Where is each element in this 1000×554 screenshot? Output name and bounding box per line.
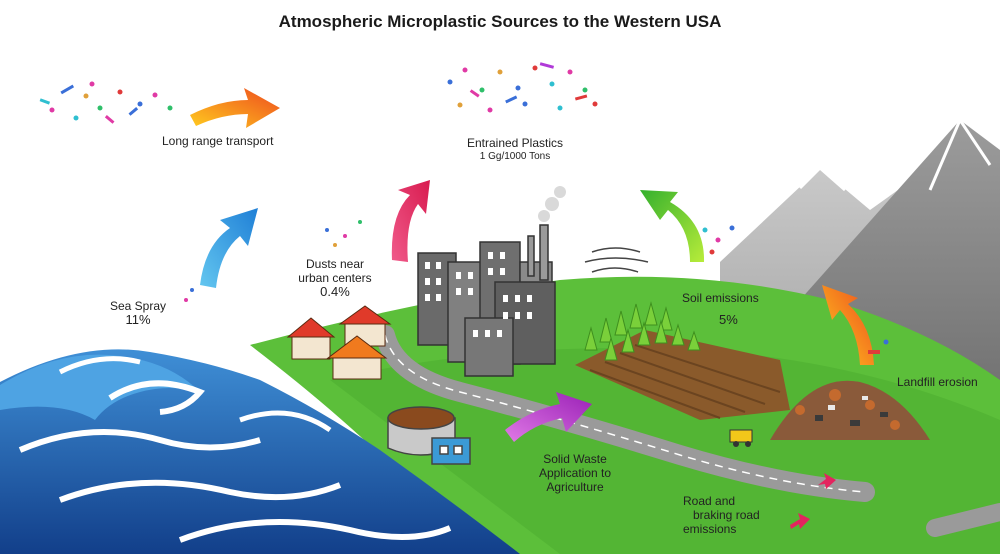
label-sea-spray: Sea Spray 11% xyxy=(92,299,184,327)
particles-entrained xyxy=(447,62,598,113)
particles-left xyxy=(39,81,173,124)
arrow-sea-spray xyxy=(200,208,258,288)
arrow-long-range-transport xyxy=(190,88,280,128)
label-road-line1: Road and xyxy=(683,494,736,508)
ocean xyxy=(0,349,520,554)
label-road-line2: braking road xyxy=(693,508,760,522)
houses xyxy=(286,305,392,380)
label-sea-spray-name: Sea Spray xyxy=(109,299,167,313)
label-long-range-transport: Long range transport xyxy=(162,134,274,148)
label-landfill-erosion: Landfill erosion xyxy=(897,375,978,389)
label-solid-waste-line1: Solid Waste xyxy=(543,452,607,466)
label-dusts-line1: Dusts near xyxy=(305,257,365,271)
label-entrained-plastics: Entrained Plastics 1 Gg/1000 Tons xyxy=(440,136,590,164)
label-soil-emissions: Soil emissions xyxy=(682,291,759,305)
label-entrained-line1: Entrained Plastics xyxy=(466,136,564,150)
label-road-emissions: Road and braking road emissions xyxy=(683,494,760,536)
arrow-road-small xyxy=(790,473,836,529)
arrow-soil-emissions xyxy=(640,190,705,262)
label-dusts-line2: urban centers xyxy=(298,271,372,285)
building-windows xyxy=(425,252,532,337)
arrow-solid-waste xyxy=(505,392,592,442)
label-soil-pct: 5% xyxy=(719,312,738,327)
label-solid-waste: Solid Waste Application to Agriculture xyxy=(520,452,630,494)
label-dusts-pct: 0.4% xyxy=(320,284,350,299)
road-segment-right xyxy=(926,503,1000,537)
landfill-pile xyxy=(729,380,930,447)
road-line xyxy=(384,334,866,493)
label-solid-waste-line3: Agriculture xyxy=(546,480,604,494)
wastewater-plant xyxy=(387,406,471,465)
diagram-title: Atmospheric Microplastic Sources to the … xyxy=(278,12,722,31)
farm-field xyxy=(575,301,790,420)
arrow-landfill xyxy=(822,285,874,365)
label-sea-spray-pct: 11% xyxy=(125,312,151,327)
label-solid-waste-line2: Application to xyxy=(538,466,612,480)
particles-small xyxy=(184,220,889,354)
city-buildings xyxy=(417,224,556,377)
label-road-line3: emissions xyxy=(683,522,737,536)
label-entrained-line2: 1 Gg/1000 Tons xyxy=(479,151,551,162)
label-dusts-urban: Dusts near urban centers 0.4% xyxy=(276,257,394,299)
arrow-dusts-urban xyxy=(391,180,430,262)
wind-lines xyxy=(584,247,649,273)
smoke-plume xyxy=(538,186,566,222)
